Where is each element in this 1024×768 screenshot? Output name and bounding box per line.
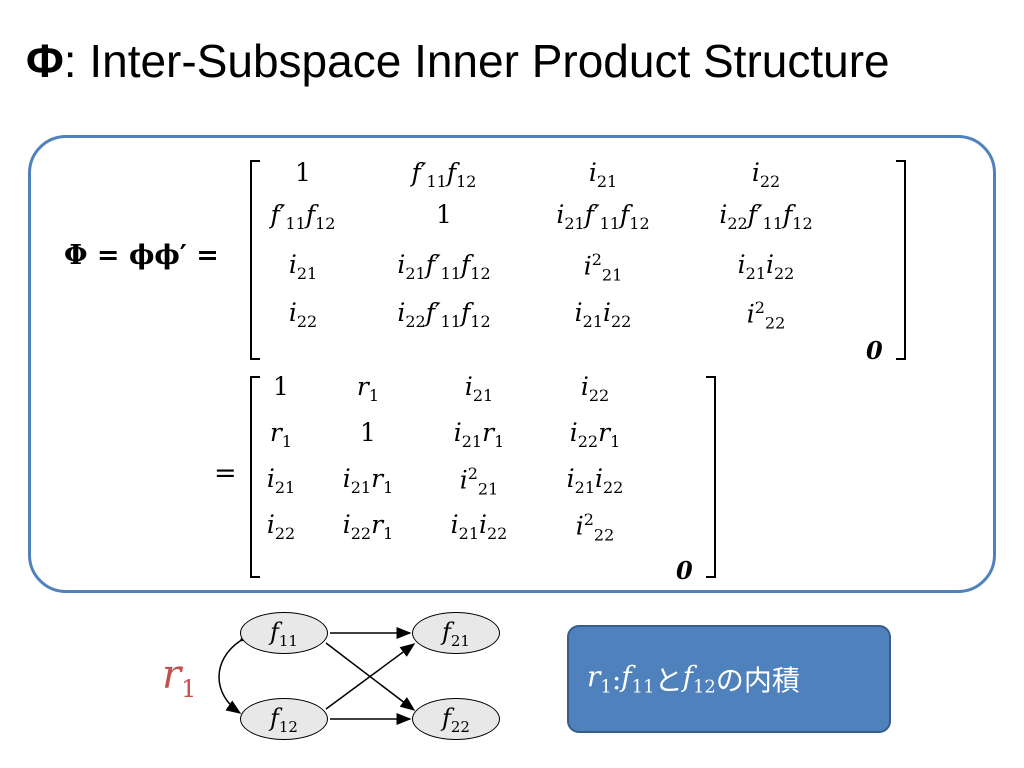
title-text: : Inter-Subspace Inner Product Structure [63,35,890,87]
m2-cell-0-0: 1 [273,372,289,401]
m1-cell-2-2: i221 [583,250,623,285]
callout-to: と [654,664,683,697]
m1-cell-0-1: f′11f12 [411,158,477,191]
callout-var-sub: 1 [600,676,612,698]
m1-cell-3-3: i222 [746,298,786,333]
callout-sep: : [611,662,622,696]
title-symbol: Φ [26,35,64,87]
m2-cell-2-3: i21i22 [566,464,624,497]
callout-f2: f [682,660,693,694]
m2-cell-3-0: i22 [266,510,296,543]
node-f12: f12 [240,698,328,740]
m1-cell-2-1: i21f′11f12 [397,250,491,283]
callout-f1: f [621,660,632,694]
m2-cell-3-3: i222 [575,510,615,545]
m2-cell-1-2: i21r1 [453,418,505,451]
callout-f2-sub: 12 [692,676,716,698]
m1-cell-1-0: f′11f12 [270,200,336,233]
m1-cell-2-0: i21 [288,250,318,283]
m2-cell-0-3: i22 [580,372,610,405]
node-f21: f21 [412,612,500,654]
matrix2-left-bracket [250,376,260,578]
m1-cell-3-1: i22f′11f12 [397,298,491,331]
m2-zero-block: 0 [676,556,693,585]
m2-cell-0-1: r1 [356,372,380,405]
callout-rest: の内積 [715,664,800,697]
callout-var: r [587,660,601,694]
callout-f1-sub: 11 [631,676,655,698]
m2-cell-1-3: i22r1 [569,418,621,451]
m2-cell-0-2: i21 [464,372,494,405]
m1-cell-3-2: i21i22 [574,298,632,331]
m2-cell-3-1: i22r1 [342,510,394,543]
matrix1-left-bracket [250,160,260,360]
m1-cell-0-0: 1 [295,158,311,187]
matrix2-right-bracket [706,376,716,578]
m2-cell-2-0: i21 [266,464,296,497]
slide-title: Φ: Inter-Subspace Inner Product Structur… [26,34,890,88]
equation-box [28,135,996,593]
m2-cell-1-0: r1 [269,418,293,451]
equation-equals: = [214,458,237,489]
m1-cell-0-2: i21 [588,158,618,191]
m2-cell-2-1: i21r1 [342,464,394,497]
r1-label: r1 [162,652,197,703]
m1-cell-1-2: i21f′11f12 [556,200,650,233]
m1-cell-1-1: 1 [436,200,452,229]
edge-r1-curve [218,628,255,714]
m2-cell-1-1: 1 [360,418,376,447]
edge-f12-f21 [325,643,416,710]
node-f22: f22 [412,698,500,740]
m2-cell-3-2: i21i22 [450,510,508,543]
equation-lhs: Φ = ϕϕ′ = [64,240,219,271]
m1-zero-block: 0 [866,336,883,365]
m1-cell-3-0: i22 [288,298,318,331]
m1-cell-1-3: i22f′11f12 [719,200,813,233]
matrix1-right-bracket [896,160,906,360]
m2-cell-2-2: i221 [459,464,499,499]
m1-cell-2-3: i21i22 [737,250,795,283]
m1-cell-0-3: i22 [751,158,781,191]
node-f11: f11 [240,612,328,654]
